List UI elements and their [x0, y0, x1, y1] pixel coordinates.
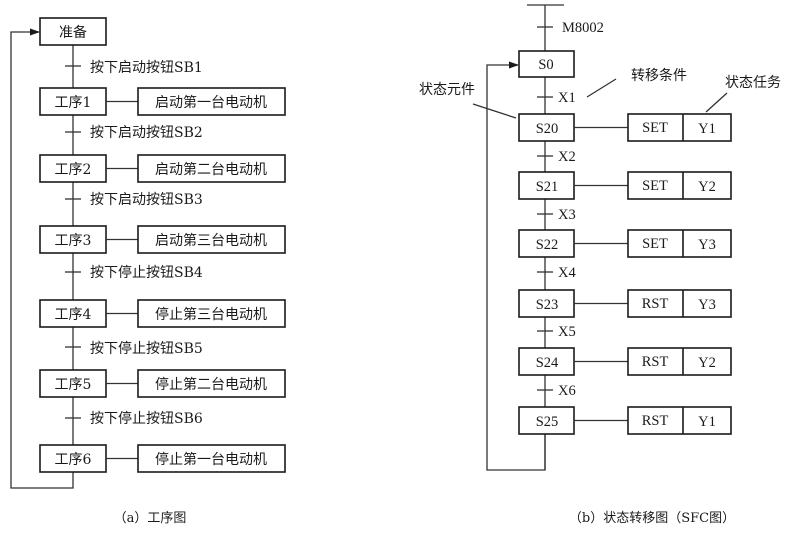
- task-instruction: SET: [642, 236, 668, 252]
- step-label: 工序4: [55, 307, 92, 323]
- initial-step-box: [39, 17, 107, 46]
- state-label: S24: [536, 355, 559, 371]
- annotation-pointer-state-element: [472, 103, 517, 119]
- caption-b: （b）状态转移图（SFC图）: [569, 511, 735, 526]
- task-box: [627, 347, 732, 376]
- action-label: 启动第一台电动机: [155, 94, 267, 111]
- transition-condition-label: 按下停止按钮SB6: [90, 410, 203, 427]
- task-operand: Y1: [698, 414, 716, 430]
- transition-condition-label: X4: [558, 265, 576, 281]
- return-loop-line-b: [486, 61, 546, 471]
- action-box: [137, 369, 286, 398]
- step-label: 工序2: [55, 162, 92, 178]
- state-label: S22: [536, 237, 559, 253]
- task-instruction: RST: [642, 296, 669, 312]
- action-label: 启动第三台电动机: [155, 232, 267, 249]
- state-label: S25: [536, 414, 559, 430]
- action-label: 停止第二台电动机: [155, 376, 267, 393]
- task-operand: Y3: [698, 237, 716, 253]
- state-box: [518, 406, 575, 435]
- action-box: [137, 444, 286, 473]
- action-box: [137, 225, 286, 254]
- task-operand: Y2: [698, 179, 716, 195]
- task-operand: Y3: [698, 297, 716, 313]
- step-box: [39, 225, 107, 254]
- transition-condition-label: X3: [558, 207, 576, 223]
- transition-condition-label: 按下启动按钮SB2: [90, 125, 203, 141]
- transition-condition-label: X6: [558, 383, 576, 399]
- annotation-transition-condition: 转移条件: [631, 67, 687, 84]
- caption-a: （a）工序图: [114, 511, 187, 526]
- task-box: [627, 171, 732, 200]
- step-label: 工序1: [55, 95, 92, 111]
- initial-step-label: 准备: [59, 24, 87, 41]
- state-box: [518, 113, 575, 142]
- state-label: S23: [536, 297, 559, 313]
- task-instruction: SET: [642, 120, 668, 136]
- transition-condition-label: X2: [558, 149, 576, 165]
- step-box: [39, 87, 107, 116]
- task-box: [627, 229, 732, 258]
- task-box: [627, 289, 732, 318]
- step-label: 工序5: [55, 377, 92, 393]
- action-label: 停止第一台电动机: [155, 451, 267, 468]
- initial-state-box: [518, 50, 575, 78]
- action-box: [137, 299, 286, 328]
- action-box: [137, 87, 286, 116]
- task-box: [627, 406, 732, 435]
- task-instruction: RST: [642, 413, 669, 429]
- task-operand: Y1: [698, 121, 716, 137]
- step-label: 工序3: [55, 233, 92, 249]
- transition-condition-label: 按下停止按钮SB4: [90, 264, 203, 281]
- annotation-pointer-transition-condition: [586, 78, 617, 98]
- annotation-state-element: 状态元件: [419, 82, 475, 98]
- transition-condition-label: X5: [558, 324, 576, 340]
- action-label: 停止第三台电动机: [155, 306, 267, 323]
- transition-condition-label: 按下启动按钮SB3: [90, 192, 203, 208]
- state-box: [518, 347, 575, 376]
- transition-condition-label: 按下启动按钮SB1: [90, 60, 203, 76]
- state-label: S21: [536, 179, 559, 195]
- return-loop-line-a: [10, 28, 74, 489]
- transition-condition-label: 按下停止按钮SB5: [90, 340, 203, 357]
- task-operand: Y2: [698, 355, 716, 371]
- task-instruction: SET: [642, 178, 668, 194]
- task-instruction: RST: [642, 354, 669, 370]
- init-condition-label: M8002: [562, 20, 604, 36]
- action-label: 启动第二台电动机: [155, 161, 267, 178]
- annotation-state-task: 状态任务: [725, 75, 781, 91]
- task-box: [627, 113, 732, 142]
- initial-state-label: S0: [538, 57, 553, 73]
- step-label: 工序6: [55, 452, 92, 468]
- state-label: S20: [536, 121, 559, 137]
- transition-condition-label: X1: [558, 90, 576, 106]
- action-box: [137, 154, 286, 183]
- annotation-pointer-state-task: [705, 92, 728, 113]
- state-box: [518, 289, 575, 318]
